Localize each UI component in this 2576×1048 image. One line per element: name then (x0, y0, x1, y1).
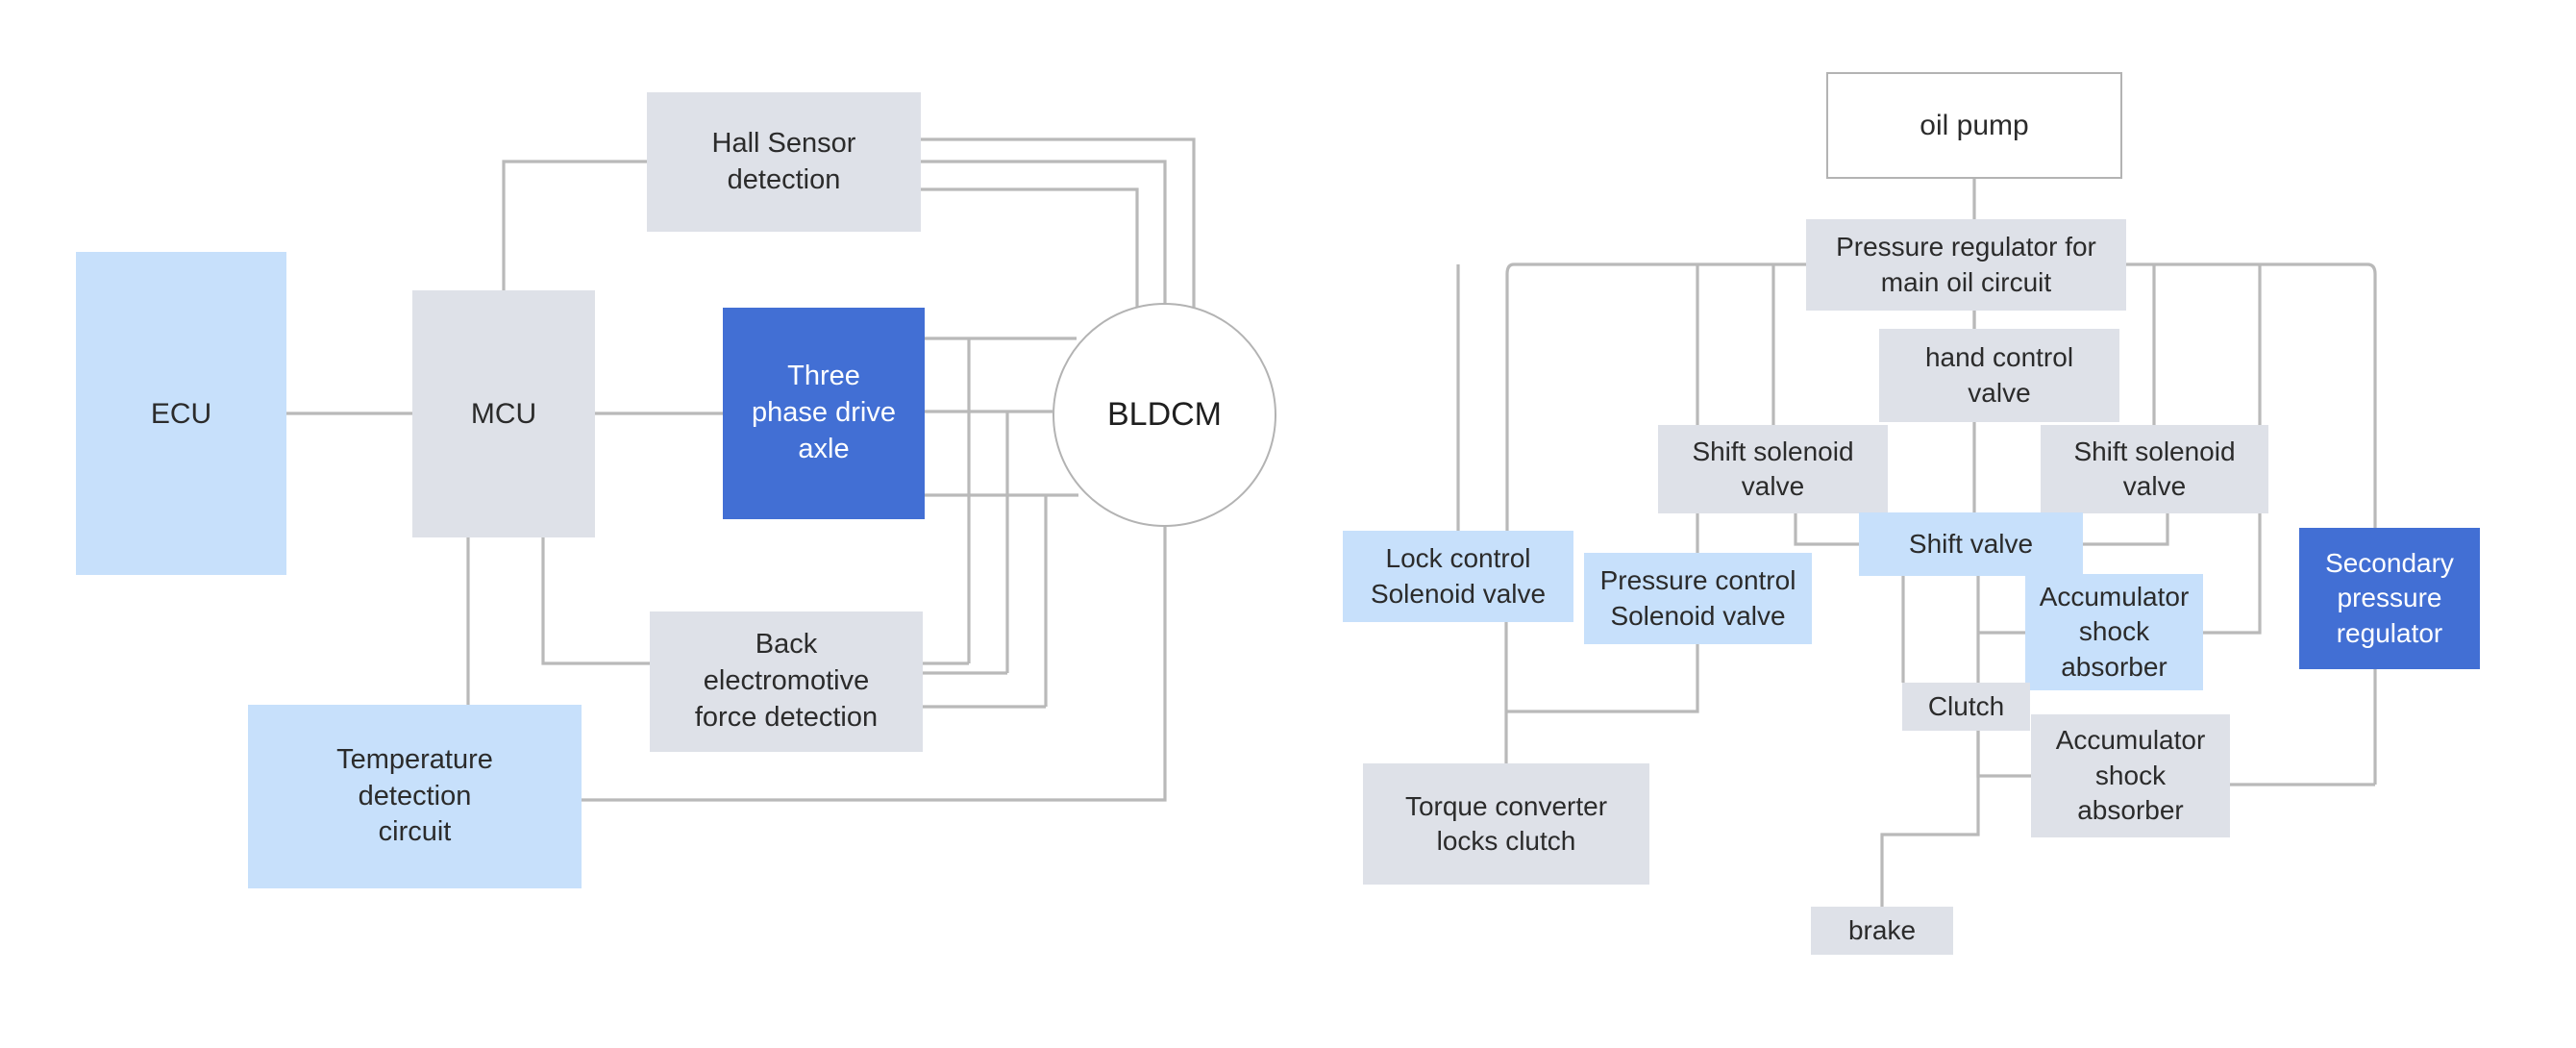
wire-mcu-to-hall-sensor (502, 160, 647, 290)
node-secondary-pressure-regulator[interactable]: Secondary pressure regulator (2299, 528, 2480, 669)
wire-shift-solenoid-right-to-shift-valve (2083, 513, 2169, 546)
node-temperature-detection-circuit[interactable]: Temperature detection circuit (248, 705, 582, 888)
wire-clutch-to-accumulator-bottom (1976, 731, 2031, 778)
node-three-phase-drive-axle[interactable]: Three phase drive axle (723, 308, 925, 519)
node-oil-pump[interactable]: oil pump (1826, 72, 2122, 179)
node-mcu[interactable]: MCU (412, 290, 595, 537)
wire-temperature-to-bldcm (582, 527, 1167, 802)
node-shift-solenoid-valve-left[interactable]: Shift solenoid valve (1658, 425, 1888, 513)
node-accumulator-shock-absorber-upper[interactable]: Accumulator shock absorber (2025, 574, 2203, 690)
node-lock-control-solenoid-valve[interactable]: Lock control Solenoid valve (1343, 531, 1573, 622)
node-accumulator-shock-absorber-lower[interactable]: Accumulator shock absorber (2031, 714, 2230, 837)
node-back-electromotive-force-detection[interactable]: Back electromotive force detection (650, 611, 923, 752)
node-hand-control-valve[interactable]: hand control valve (1879, 329, 2119, 422)
wire-pressure-control-to-lock-path (1506, 644, 1699, 713)
wire-hall-2-to-bldcm (921, 160, 1167, 304)
node-shift-valve[interactable]: Shift valve (1859, 512, 2083, 576)
node-pressure-regulator-main-oil-circuit[interactable]: Pressure regulator for main oil circuit (1806, 219, 2126, 311)
node-shift-solenoid-valve-right[interactable]: Shift solenoid valve (2041, 425, 2268, 513)
wire-shift-solenoid-left-to-shift-valve (1794, 513, 1859, 546)
wire-main-bus-right-segment (2126, 262, 2377, 785)
node-torque-converter-locks-clutch[interactable]: Torque converter locks clutch (1363, 763, 1649, 885)
node-pressure-control-solenoid-valve[interactable]: Pressure control Solenoid valve (1584, 553, 1812, 644)
wire-hall-3-to-bldcm (921, 187, 1139, 313)
wire-main-bus-left-segment (1505, 262, 1806, 615)
node-ecu[interactable]: ECU (76, 252, 286, 575)
wire-accumulator-top-to-bus (2203, 528, 2262, 635)
wire-hall-1-to-bldcm (921, 137, 1196, 313)
node-hall-sensor-detection[interactable]: Hall Sensor detection (647, 92, 921, 232)
node-clutch[interactable]: Clutch (1902, 683, 2030, 731)
wire-mcu-to-back-emf (541, 537, 650, 665)
node-bldcm[interactable]: BLDCM (1053, 303, 1276, 527)
node-brake[interactable]: brake (1811, 907, 1953, 955)
wire-shift-valve-to-brake (1880, 576, 1980, 907)
